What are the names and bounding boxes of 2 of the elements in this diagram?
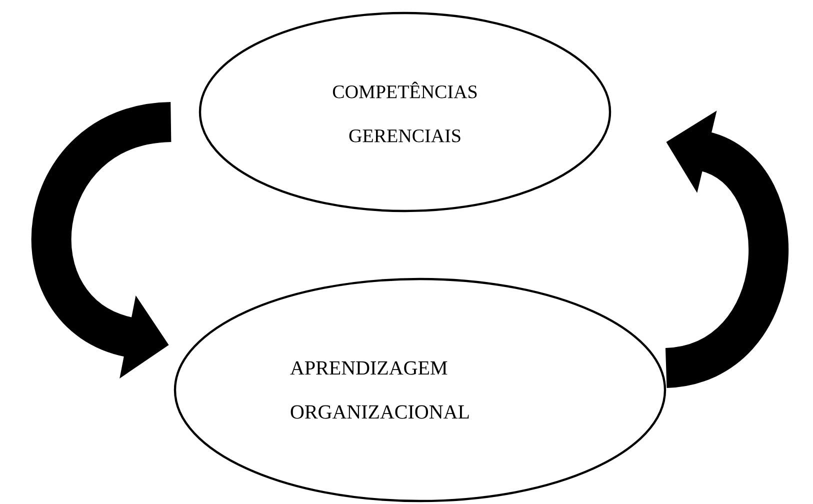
ellipse-node: APRENDIZAGEM ORGANIZACIONAL xyxy=(174,278,666,502)
ellipse-node: COMPETÊNCIAS GERENCIAIS xyxy=(198,12,612,212)
